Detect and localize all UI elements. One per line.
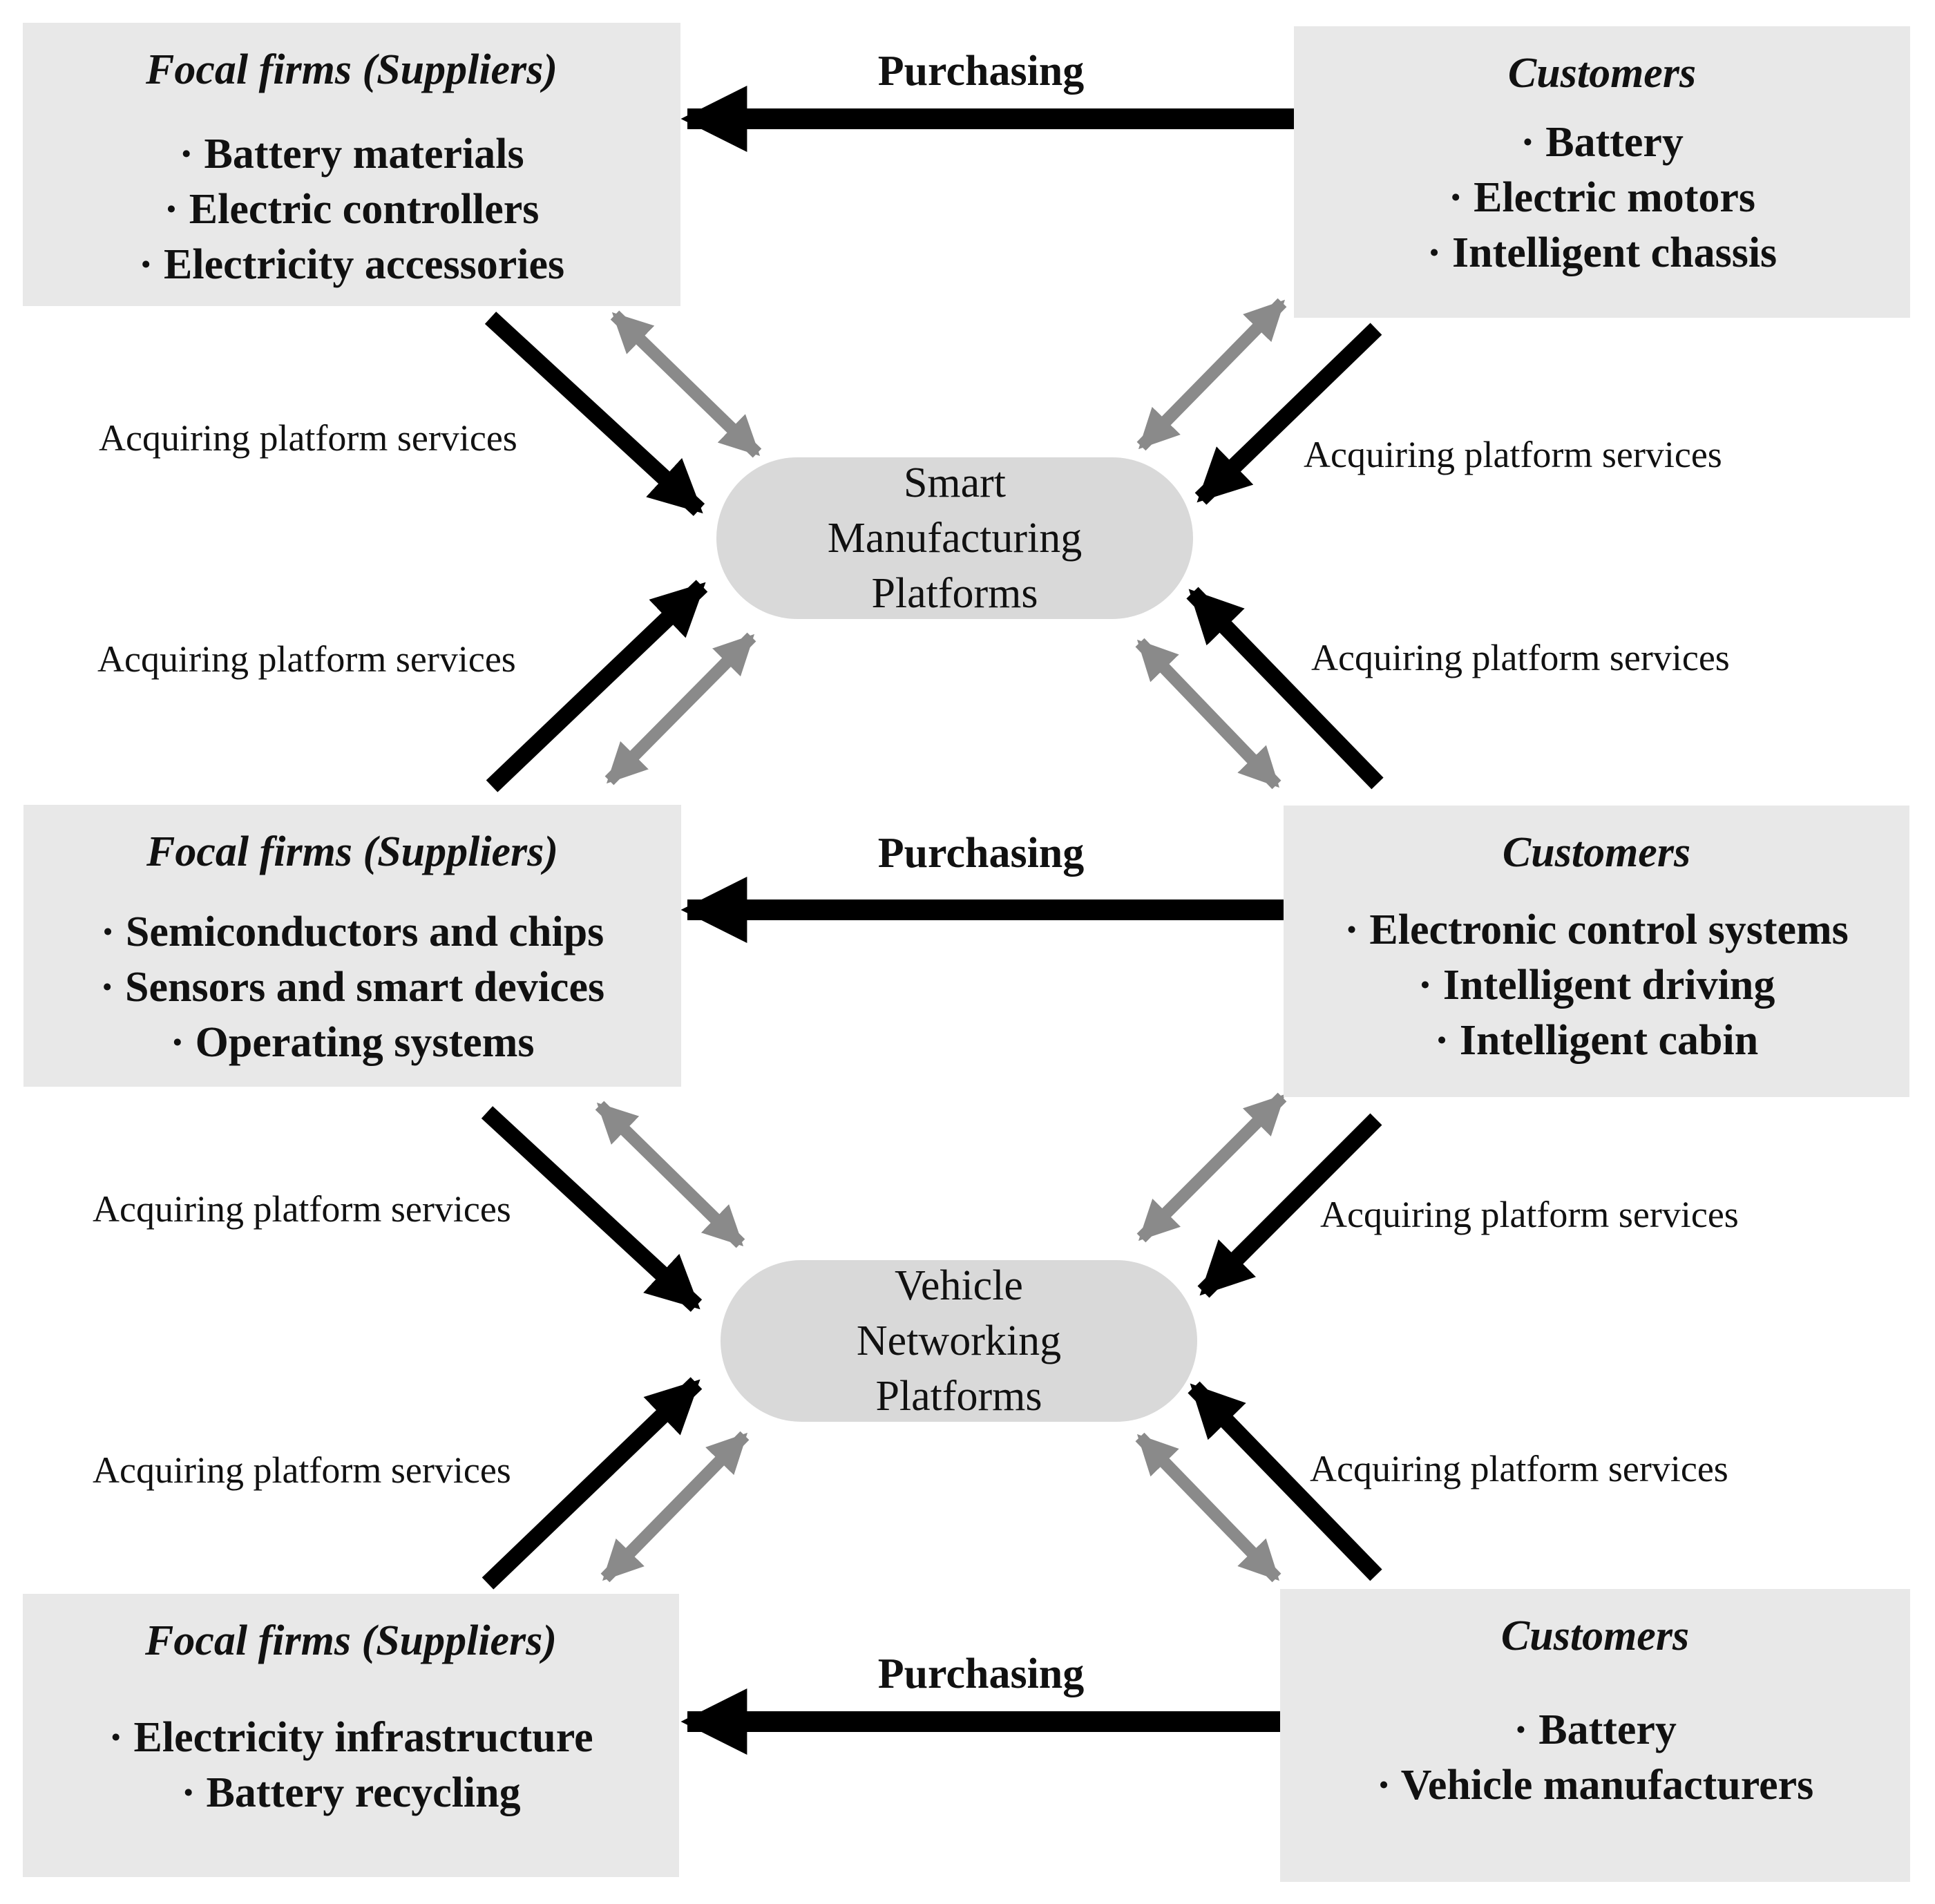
edge-label-2: Acquiring platform services xyxy=(1304,434,1722,475)
customer-box-3: Customers · Battery · Vehicle manufactur… xyxy=(1280,1589,1910,1882)
edge-label-1: Acquiring platform services xyxy=(99,417,517,459)
gray-arrow-c2-smp xyxy=(1135,638,1281,790)
customer-box-2: Customers · Electronic control systems ·… xyxy=(1284,806,1909,1097)
platform-vehicle-networking: Vehicle Networking Platforms xyxy=(721,1260,1197,1422)
edge-label-3: Acquiring platform services xyxy=(97,638,516,680)
black-arrow-c1-to-smp xyxy=(1194,323,1382,505)
customer-box-1: Customers · Battery · Electric motors · … xyxy=(1294,26,1910,318)
supplier-item: · Operating systems xyxy=(170,1019,535,1066)
black-arrow-s1-to-smp xyxy=(484,312,705,516)
purchasing-label-2: Purchasing xyxy=(877,830,1085,877)
gray-arrow-c2-vnp xyxy=(1136,1092,1287,1243)
edge-label-5: Acquiring platform services xyxy=(93,1188,511,1230)
edge-label-7: Acquiring platform services xyxy=(93,1449,511,1491)
gray-arrow-s2-smp xyxy=(604,632,756,786)
black-arrow-s2-to-vnp xyxy=(481,1106,703,1312)
platform-line: Manufacturing xyxy=(827,515,1083,562)
platform-line: Platforms xyxy=(871,570,1038,617)
purchasing-label-3: Purchasing xyxy=(877,1650,1085,1697)
black-arrow-c2-to-vnp xyxy=(1197,1113,1382,1298)
supplier-item: · Semiconductors and chips xyxy=(100,908,604,955)
purchasing-label-1: Purchasing xyxy=(877,48,1085,95)
supplier-item: · Electric controllers xyxy=(164,186,540,233)
edge-label-6: Acquiring platform services xyxy=(1320,1194,1739,1235)
gray-arrow-s1-smp xyxy=(610,310,762,458)
gray-arrow-s2-vnp xyxy=(595,1101,745,1248)
customer-item: · Intelligent cabin xyxy=(1434,1017,1759,1064)
edge-label-4: Acquiring platform services xyxy=(1311,637,1730,678)
platform-line: Platforms xyxy=(875,1373,1042,1420)
customer-item: · Electronic control systems xyxy=(1344,906,1849,953)
supplier-box-2: Focal firms (Suppliers) · Semiconductors… xyxy=(23,805,681,1087)
gray-arrow-s3-vnp xyxy=(600,1431,750,1583)
supplier-box-1: Focal firms (Suppliers) · Battery materi… xyxy=(23,23,680,306)
gray-arrow-c3-vnp xyxy=(1135,1432,1281,1583)
supplier-item: · Battery recycling xyxy=(181,1769,521,1816)
customer-title-1: Customers xyxy=(1507,50,1697,97)
black-arrow-s3-to-vnp xyxy=(482,1377,703,1590)
black-arrow-c3-to-vnp xyxy=(1188,1381,1382,1581)
platform-line: Vehicle xyxy=(895,1262,1023,1309)
platform-smart-manufacturing: Smart Manufacturing Platforms xyxy=(716,457,1193,619)
edge-label-8: Acquiring platform services xyxy=(1310,1448,1728,1489)
supplier-title-1: Focal firms (Suppliers) xyxy=(146,46,557,93)
gray-arrow-c1-smp xyxy=(1136,298,1287,451)
customer-title-3: Customers xyxy=(1500,1612,1690,1659)
customer-item: · Electric motors xyxy=(1448,174,1756,221)
supplier-title-2: Focal firms (Suppliers) xyxy=(146,828,558,875)
supplier-item: · Electricity accessories xyxy=(138,241,565,288)
supplier-title-3: Focal firms (Suppliers) xyxy=(145,1617,557,1664)
customer-item: · Battery xyxy=(1514,1706,1677,1753)
customer-item: · Vehicle manufacturers xyxy=(1376,1762,1814,1809)
customer-title-2: Customers xyxy=(1502,829,1691,876)
black-arrow-c2-to-smp xyxy=(1186,587,1384,790)
supplier-item: · Electricity infrastructure xyxy=(108,1714,593,1761)
customer-item: · Battery xyxy=(1521,119,1684,166)
supplier-box-3: Focal firms (Suppliers) · Electricity in… xyxy=(23,1594,679,1877)
supplier-item: · Battery materials xyxy=(179,131,524,178)
black-arrow-s2-to-smp xyxy=(486,580,708,792)
platform-line: Networking xyxy=(856,1317,1062,1364)
customer-item: · Intelligent driving xyxy=(1418,962,1775,1009)
customer-item: · Intelligent chassis xyxy=(1427,229,1777,276)
supplier-item: · Sensors and smart devices xyxy=(99,964,605,1011)
platform-line: Smart xyxy=(903,459,1007,506)
